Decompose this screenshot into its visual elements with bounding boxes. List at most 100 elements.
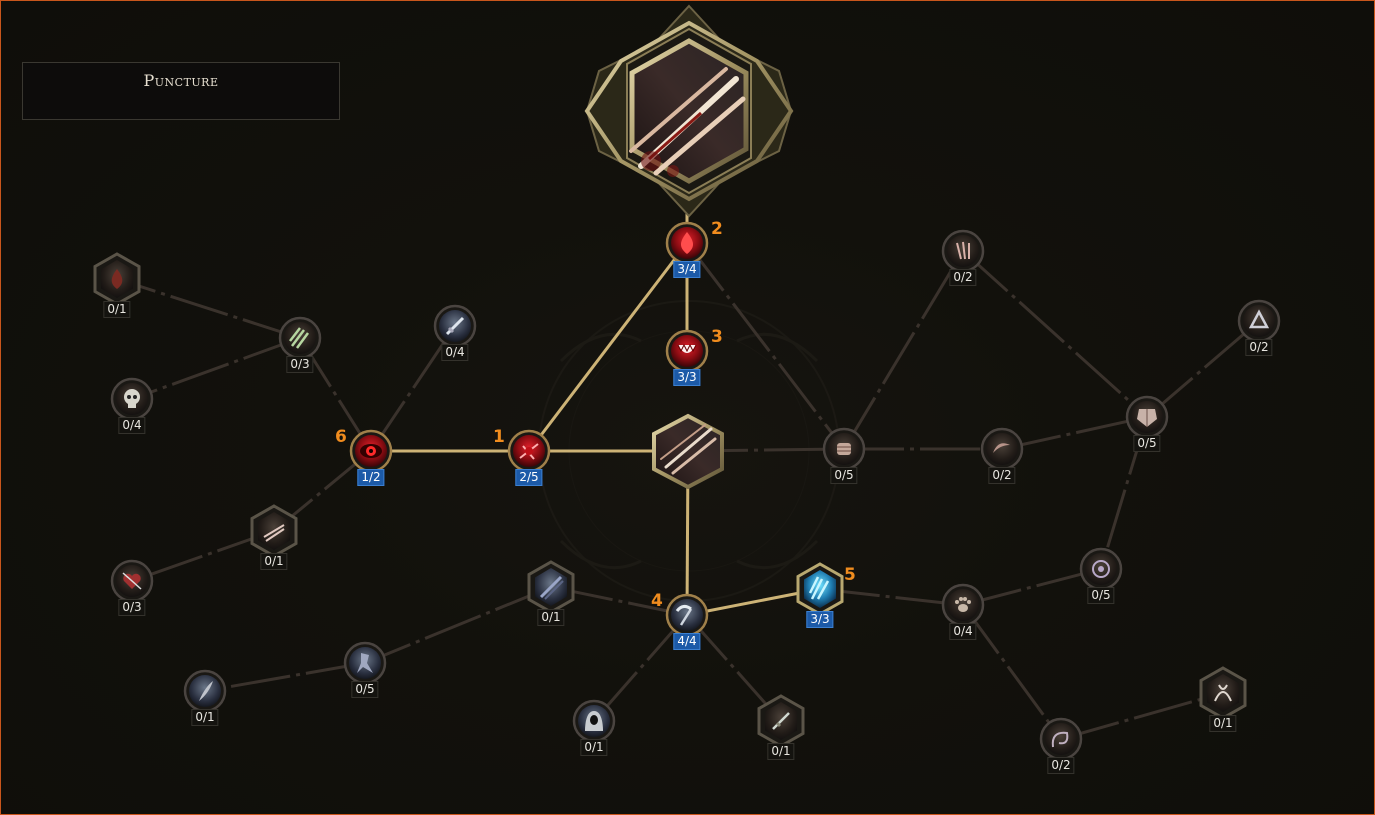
node-points: 0/1 <box>260 553 288 570</box>
connection-line <box>1146 319 1260 419</box>
node-points: 0/1 <box>580 739 608 756</box>
dark-drop-icon <box>111 269 123 289</box>
connection-line <box>1060 691 1224 741</box>
claw-marks-icon <box>956 241 970 260</box>
skill-nodes <box>93 221 1281 761</box>
triple-claw-strike-icon <box>629 67 746 177</box>
skill-node-maw[interactable] <box>665 329 709 373</box>
scythe-icon <box>675 604 693 626</box>
green-claws-icon <box>289 327 310 349</box>
connection-line <box>842 250 965 450</box>
skill-node-claws-green[interactable] <box>278 316 322 360</box>
skill-node-fist[interactable] <box>822 427 866 471</box>
twin-blades-icon <box>263 524 285 542</box>
skill-node-vortex[interactable] <box>1079 547 1123 591</box>
node-points: 0/1 <box>537 609 565 626</box>
node-points: 0/4 <box>441 344 469 361</box>
node-points: 0/2 <box>949 269 977 286</box>
connection-line <box>369 325 457 452</box>
blood-drop-icon <box>680 232 694 254</box>
skill-node-eye[interactable] <box>349 429 393 473</box>
connection-line <box>592 614 689 722</box>
sword-icon <box>445 316 465 336</box>
connection-line <box>204 661 366 693</box>
connection-line <box>527 242 689 452</box>
skill-node-dagger[interactable] <box>757 694 805 748</box>
skull-icon <box>124 389 140 408</box>
skill-node-triad[interactable] <box>1237 299 1281 343</box>
allocation-order-number: 1 <box>493 427 505 447</box>
skill-node-frost[interactable] <box>796 562 844 616</box>
skill-node-beast[interactable] <box>941 583 985 627</box>
node-points: 0/1 <box>103 301 131 318</box>
horn-icon <box>993 443 1010 453</box>
twisted-roots-icon <box>1214 684 1232 702</box>
skill-title-box: Puncture <box>22 62 340 120</box>
node-points: 0/2 <box>1047 757 1075 774</box>
node-points: 0/1 <box>767 743 795 760</box>
skill-node-armor[interactable] <box>1125 395 1169 439</box>
allocation-order-number: 3 <box>711 327 723 347</box>
skill-title: Puncture <box>143 71 219 90</box>
skill-node-blades[interactable] <box>250 504 298 558</box>
allocation-order-number: 2 <box>711 219 723 239</box>
skill-node-rogue[interactable] <box>343 641 387 685</box>
node-points: 1/2 <box>357 469 385 486</box>
node-points: 0/2 <box>1245 339 1273 356</box>
connection-line <box>131 529 275 583</box>
node-points: 3/3 <box>673 369 701 386</box>
rogue-silhouette-icon <box>357 653 373 673</box>
node-points: 0/1 <box>1209 715 1237 732</box>
connection-line <box>364 585 552 665</box>
skill-node-hood[interactable] <box>572 699 616 743</box>
connection-line <box>685 242 846 450</box>
pierced-heart-icon <box>122 572 142 590</box>
allocation-order-number: 5 <box>844 565 856 585</box>
node-points: 0/5 <box>830 467 858 484</box>
skill-node-whip[interactable] <box>1039 717 1083 761</box>
node-points: 0/5 <box>1133 435 1161 452</box>
connection-line <box>962 567 1102 607</box>
node-points: 0/4 <box>949 623 977 640</box>
feather-icon <box>199 681 213 701</box>
skill-node-heart[interactable] <box>110 559 154 603</box>
skill-node-treant[interactable] <box>1199 666 1247 720</box>
connection-line <box>116 277 301 340</box>
skill-node-slash[interactable] <box>507 429 551 473</box>
skill-node-drop-dark[interactable] <box>93 252 141 306</box>
connection-line <box>1001 415 1148 451</box>
hooded-figure-icon <box>585 711 603 731</box>
skill-hub-icon[interactable] <box>652 413 724 490</box>
skill-node-skull[interactable] <box>110 377 154 421</box>
skill-node-scythe[interactable] <box>665 593 709 637</box>
skill-node-sword[interactable] <box>433 304 477 348</box>
main-skill-icon[interactable] <box>584 4 794 218</box>
node-points: 0/4 <box>118 417 146 434</box>
triad-icon <box>1248 309 1270 329</box>
node-points: 4/4 <box>673 633 701 650</box>
skill-node-blood-root[interactable] <box>665 221 709 265</box>
node-points: 0/5 <box>1087 587 1115 604</box>
dagger-icon <box>772 712 790 730</box>
node-points: 2/5 <box>515 469 543 486</box>
skill-node-horn[interactable] <box>980 427 1024 471</box>
skill-node-feather[interactable] <box>183 669 227 713</box>
connection-line <box>961 604 1063 740</box>
connection-line <box>819 587 964 607</box>
node-points: 0/3 <box>118 599 146 616</box>
node-points: 0/1 <box>191 709 219 726</box>
skill-node-claw-marks[interactable] <box>941 229 985 273</box>
connection-line <box>961 249 1149 419</box>
allocation-order-number: 6 <box>335 427 347 447</box>
skill-node-shadow-slash[interactable] <box>527 560 575 614</box>
node-points: 0/5 <box>351 681 379 698</box>
node-points: 0/2 <box>988 467 1016 484</box>
vortex-icon <box>1092 560 1110 578</box>
node-points: 3/4 <box>673 261 701 278</box>
allocation-order-number: 4 <box>651 591 663 611</box>
clenched-fist-icon <box>837 443 851 455</box>
bleeding-slash-icon <box>519 443 539 460</box>
connection-line <box>131 336 301 401</box>
